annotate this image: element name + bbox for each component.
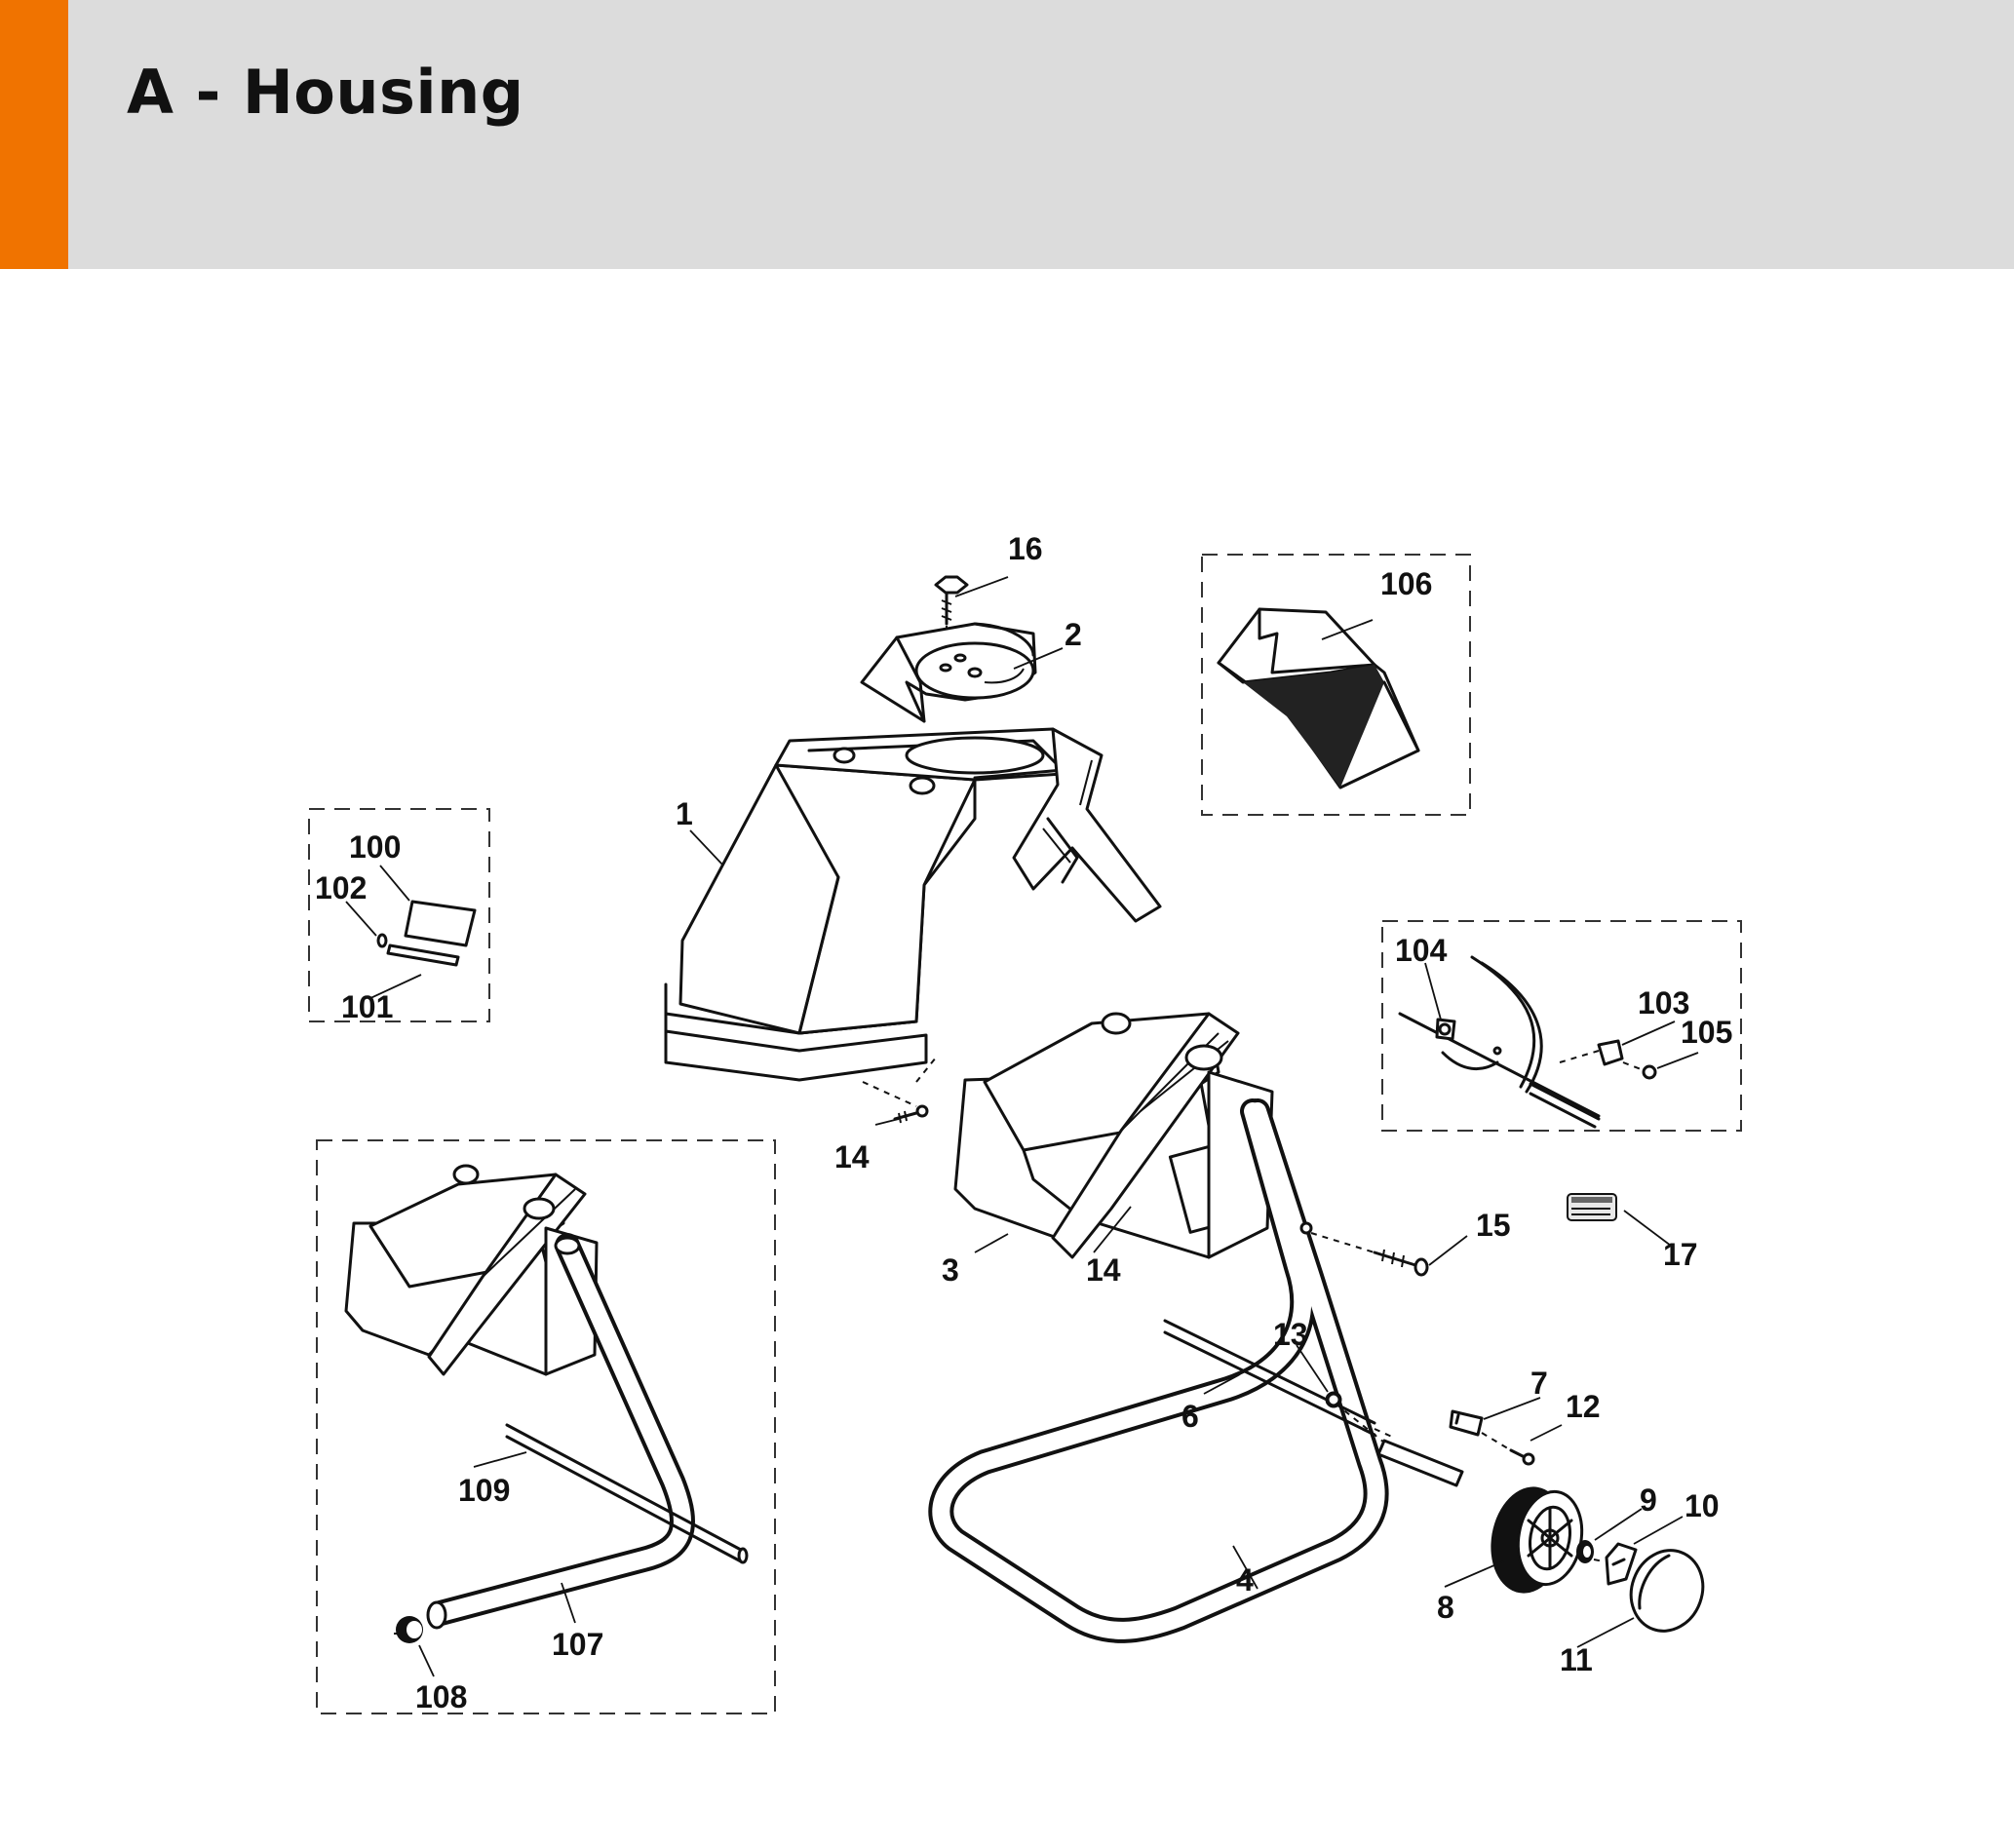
part-1-upper-housing [664,727,1162,1082]
inset-box-100-102 [308,808,490,1022]
part-2-deflector [860,622,1037,723]
part-104-axle-assembly [1398,955,1601,1129]
callout-106: 106 [1380,566,1432,601]
callout-103: 103 [1638,985,1689,1020]
callout-4: 4 [1236,1562,1254,1598]
part-7-clip [1449,1409,1484,1437]
callout-11: 11 [1560,1642,1593,1677]
part-10-lock-clip [1605,1542,1638,1586]
part-9-washer [1576,1540,1594,1563]
inset-box-106 [1201,554,1471,816]
inset-box-107-109 [316,1139,776,1714]
callout-6: 6 [1181,1399,1199,1434]
callout-8: 8 [1437,1590,1454,1625]
callout-1: 1 [676,796,693,831]
callout-labels: 16 2 106 1 100 102 101 104 103 105 14 3 … [315,531,1732,1714]
callout-15: 15 [1476,1208,1511,1243]
callout-13: 13 [1273,1317,1308,1352]
part-15-screw [1310,1232,1429,1277]
part-105-nut [1622,1061,1657,1080]
part-100-label-plate [404,900,477,947]
callout-7: 7 [1530,1366,1548,1401]
inset-box-103-105 [1381,920,1742,1132]
callout-3: 3 [942,1252,959,1288]
accent-bar [0,0,68,269]
callout-108: 108 [415,1679,467,1714]
part-109-axle-rod [505,1423,749,1564]
part-axle-stub [1335,1403,1464,1487]
callout-102: 102 [315,870,367,905]
callout-14-left: 14 [834,1139,870,1174]
part-101-strip [386,943,460,967]
part-108-end-plug [394,1616,423,1643]
part-103-clip [1559,1039,1624,1066]
page-header: A - Housing [0,0,2014,269]
callout-12: 12 [1566,1389,1601,1424]
part-14-screw-left [862,1057,937,1124]
callout-9: 9 [1640,1482,1657,1518]
part-13-pin [1326,1392,1341,1407]
part-107-109-alt-housing [344,1164,599,1376]
part-11-hub-cap [1593,1549,1705,1633]
leader-lines [345,576,1699,1677]
callout-107: 107 [552,1627,603,1662]
part-3-lower-housing [953,1012,1274,1259]
part-8-wheel [1491,1486,1584,1594]
callout-16: 16 [1008,531,1043,566]
callout-105: 105 [1681,1015,1732,1050]
part-106-chute [1217,607,1420,789]
part-12-screw [1481,1432,1535,1466]
callout-100: 100 [349,829,401,865]
callout-10: 10 [1685,1488,1720,1523]
callout-14-right: 14 [1086,1252,1121,1288]
part-102-o-ring [376,933,388,948]
page-title: A - Housing [127,57,524,128]
callout-104: 104 [1395,933,1448,968]
callout-109: 109 [458,1473,510,1508]
part-107-frame-tube [426,1233,695,1630]
callout-101: 101 [341,989,393,1024]
callout-2: 2 [1065,617,1082,652]
callout-17: 17 [1663,1237,1698,1272]
part-17-type-label [1567,1193,1617,1221]
